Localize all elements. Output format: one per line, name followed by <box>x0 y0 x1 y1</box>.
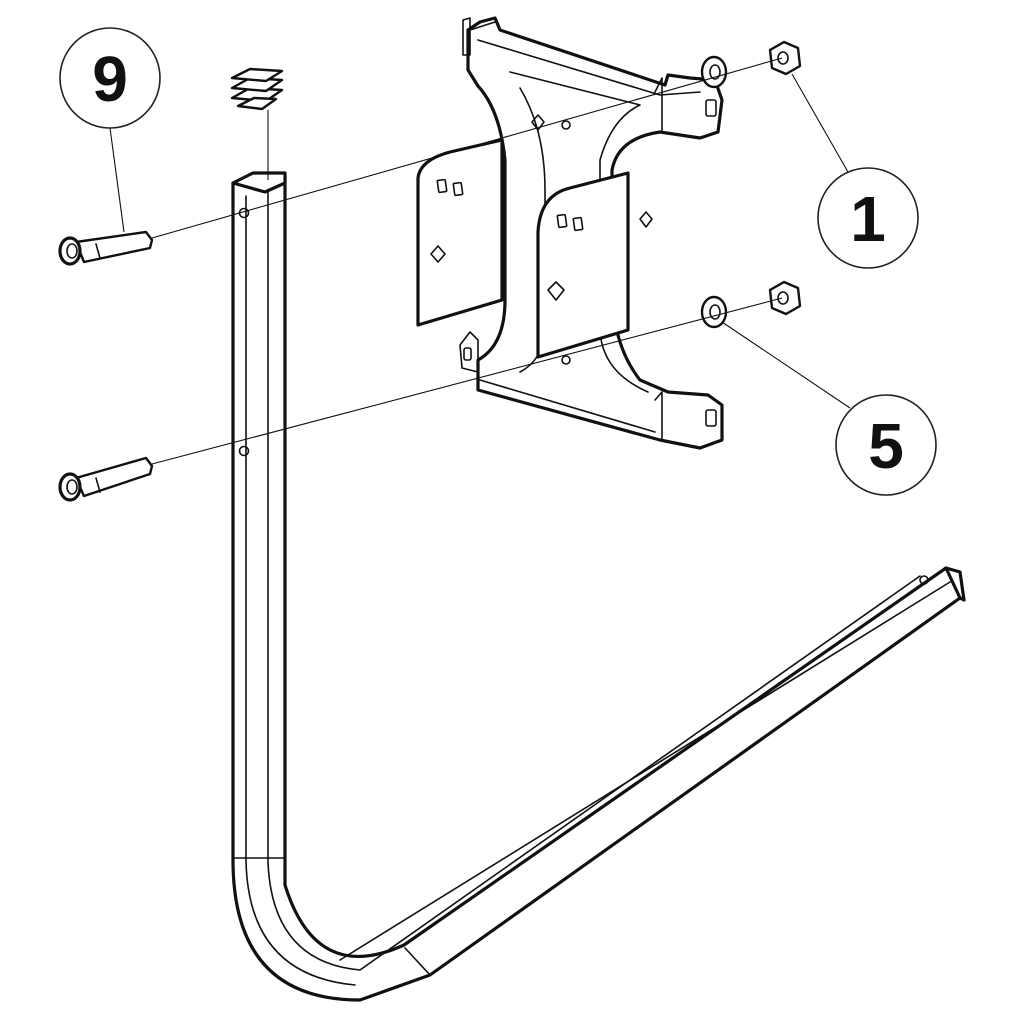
bolt-upper <box>58 230 154 266</box>
end-plug <box>230 67 284 180</box>
bolt-lower <box>58 456 154 502</box>
callout-circle-9 <box>59 27 161 129</box>
assembly-lines <box>151 57 783 465</box>
callout-9: 9 <box>59 27 161 233</box>
nut-lower <box>768 280 802 316</box>
washer-upper <box>700 55 728 89</box>
nut-upper <box>768 40 802 76</box>
callout-5: 5 <box>721 321 937 496</box>
callout-circle-5 <box>835 394 937 496</box>
tube-frame <box>231 171 966 1002</box>
callout-1: 1 <box>791 73 919 269</box>
washer-lower <box>700 295 728 329</box>
callout-label-9: 9 <box>92 43 128 115</box>
callout-label-1: 1 <box>850 183 886 255</box>
callout-circle-1 <box>817 167 919 269</box>
mounting-bracket <box>416 16 724 450</box>
callout-label-5: 5 <box>868 410 904 482</box>
